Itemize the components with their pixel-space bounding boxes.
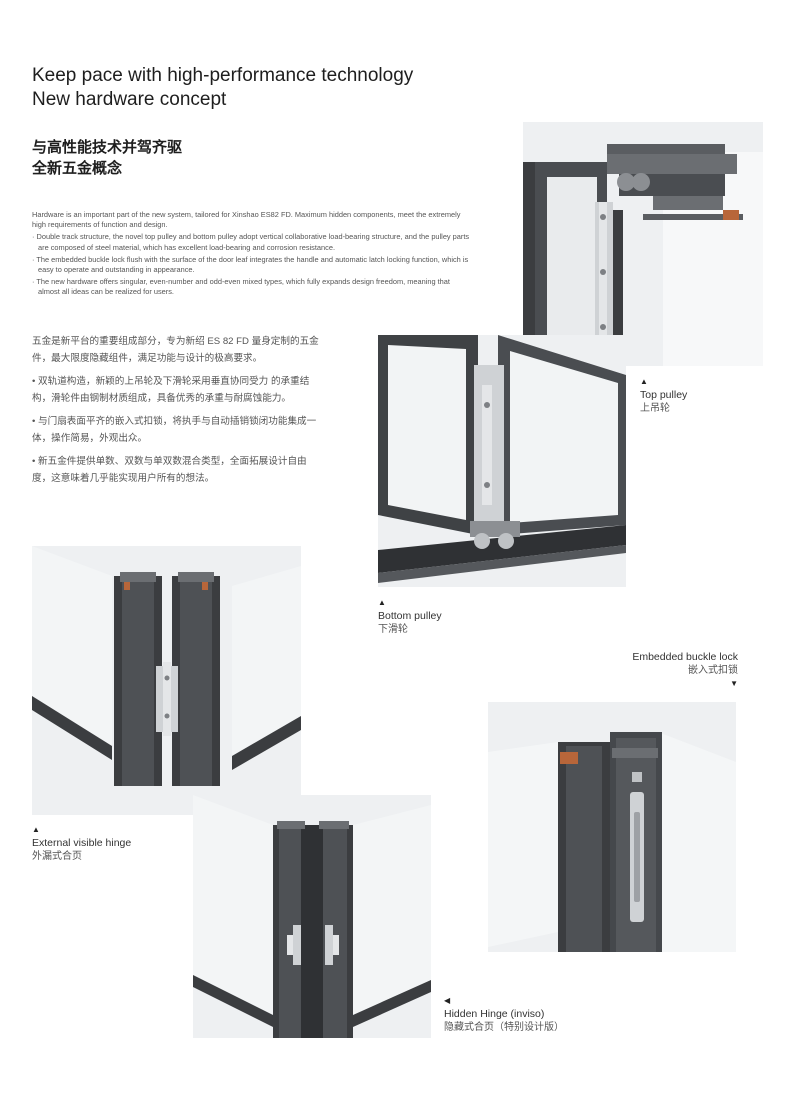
top-pulley-caption: ▲ Top pulley 上吊轮 — [640, 376, 687, 416]
intro-chinese: 五金是新平台的重要组成部分，专为新绍 ES 82 FD 量身定制的五金件，最大限… — [32, 333, 322, 493]
heading-english: Keep pace with high-performance technolo… — [32, 64, 413, 112]
intro-english: Hardware is an important part of the new… — [32, 210, 472, 300]
top-pulley-photo — [523, 122, 763, 366]
caption-english: Embedded buckle lock — [632, 651, 738, 663]
caption-chinese: 上吊轮 — [640, 403, 670, 414]
intro-english-lead: Hardware is an important part of the new… — [32, 210, 461, 230]
intro-english-bullet: · Double track structure, the novel top … — [32, 232, 470, 252]
caption-chinese: 隐藏式合页（特别设计版） — [444, 1022, 564, 1033]
caption-chinese: 嵌入式扣锁 — [688, 665, 738, 676]
intro-chinese-bullet: • 与门扇表面平齐的嵌入式扣锁，将执手与自动插销锁闭功能集成一体，操作简易，外观… — [32, 416, 317, 444]
hidden-hinge-photo — [193, 795, 431, 1038]
intro-chinese-lead: 五金是新平台的重要组成部分，专为新绍 ES 82 FD 量身定制的五金件，最大限… — [32, 336, 319, 364]
buckle-lock-photo — [488, 702, 736, 952]
buckle-lock-caption: Embedded buckle lock 嵌入式扣锁 ▼ — [560, 650, 738, 690]
bottom-pulley-photo — [378, 335, 626, 587]
caption-english: External visible hinge — [32, 837, 132, 849]
intro-english-bullet: · The new hardware offers singular, even… — [32, 277, 450, 297]
heading-english-line-2: New hardware concept — [32, 89, 227, 110]
hidden-hinge-caption: ◀ Hidden Hinge (inviso) 隐藏式合页（特别设计版） — [444, 995, 564, 1035]
heading-chinese: 与高性能技术并驾齐驱 全新五金概念 — [32, 137, 182, 179]
external-hinge-caption: ▲ External visible hinge 外漏式合页 — [32, 824, 131, 864]
bottom-pulley-caption: ▲ Bottom pulley 下滑轮 — [378, 597, 442, 637]
intro-chinese-bullet: • 新五金件提供单数、双数与单双数混合类型，全面拓展设计自由度，这意味着几乎能实… — [32, 456, 307, 484]
intro-chinese-bullet: • 双轨道构造，新颖的上吊轮及下滑轮采用垂直协同受力 的承重结构，滑轮件由钢制材… — [32, 376, 310, 404]
caption-english: Bottom pulley — [378, 610, 442, 622]
triangle-up-icon: ▲ — [378, 598, 386, 607]
caption-english: Top pulley — [640, 389, 688, 401]
external-hinge-photo — [32, 546, 301, 815]
caption-english: Hidden Hinge (inviso) — [444, 1008, 545, 1020]
triangle-down-icon: ▼ — [730, 679, 738, 688]
intro-english-bullet: · The embedded buckle lock flush with th… — [32, 254, 469, 275]
heading-chinese-line-2: 全新五金概念 — [32, 160, 123, 177]
triangle-up-icon: ▲ — [32, 825, 40, 834]
triangle-up-icon: ▲ — [640, 377, 648, 386]
triangle-left-icon: ◀ — [444, 996, 451, 1005]
heading-english-line-1: Keep pace with high-performance technolo… — [32, 65, 414, 86]
caption-chinese: 外漏式合页 — [32, 851, 82, 862]
caption-chinese: 下滑轮 — [378, 624, 408, 635]
heading-chinese-line-1: 与高性能技术并驾齐驱 — [32, 139, 183, 156]
